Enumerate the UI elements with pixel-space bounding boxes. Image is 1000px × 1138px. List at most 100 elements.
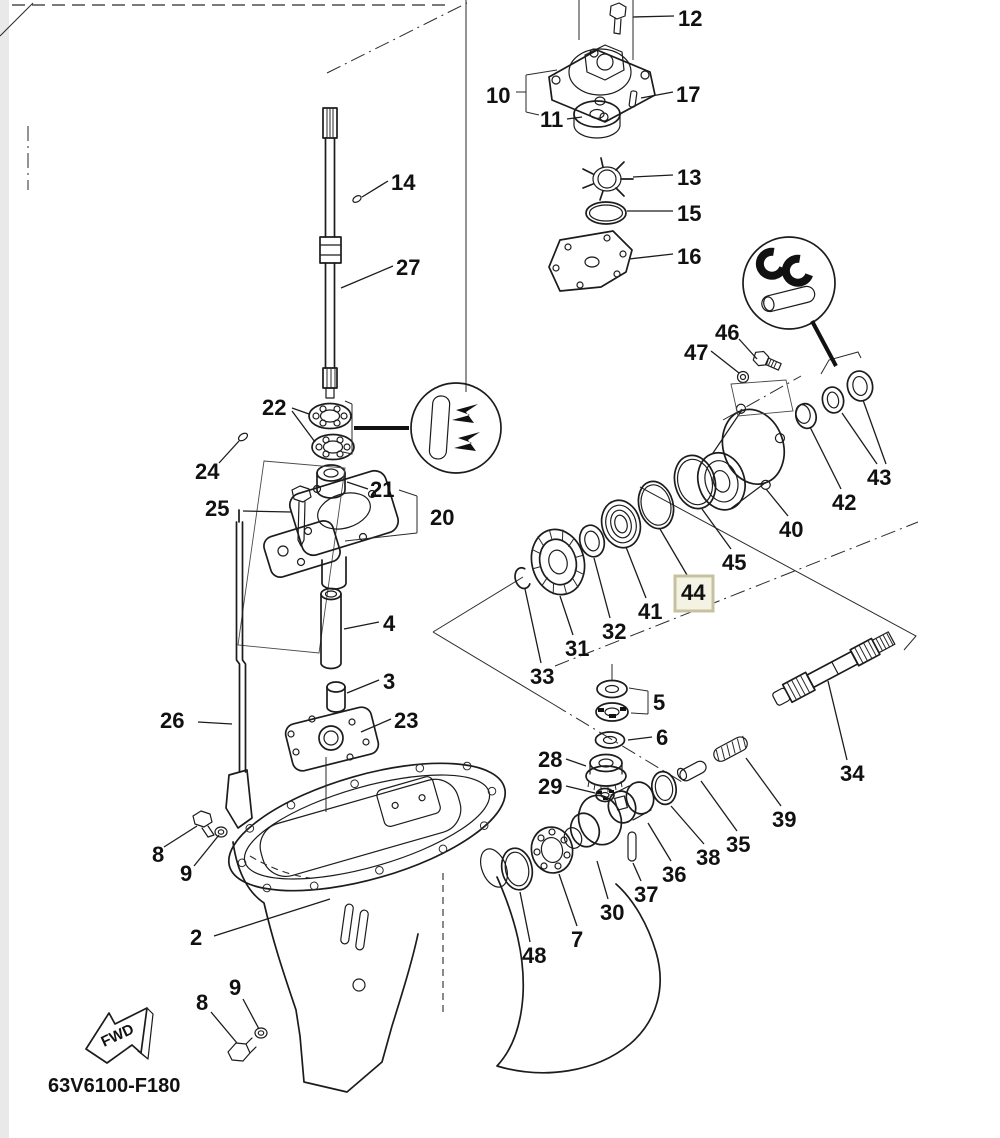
drawing-code: 63V6100-F180 [48,1075,180,1097]
part-callout-40[interactable]: 40 [779,517,803,542]
part-callout-21[interactable]: 21 [370,477,394,502]
leader-line-48 [519,891,531,943]
part-callout-32[interactable]: 32 [602,619,626,644]
leader-line-30 [596,860,609,900]
pin-35-drawing [676,760,707,782]
gasket-23-drawing [284,706,380,772]
part-callout-2[interactable]: 2 [190,925,202,950]
part-callout-28[interactable]: 28 [538,747,562,772]
part-callout-4[interactable]: 4 [383,611,396,636]
part-callout-6[interactable]: 6 [656,725,668,750]
detail-balloon-key [410,382,502,474]
part-callout-41[interactable]: 41 [638,599,662,624]
part-callout-10[interactable]: 10 [486,83,510,108]
phantom-plate-left [237,460,346,654]
water-pump-bolt-drawing [609,2,627,35]
leader-line-29 [565,785,596,794]
part-callout-30[interactable]: 30 [600,900,624,925]
part-callout-47[interactable]: 47 [684,340,708,365]
leader-line-27 [340,265,394,289]
part-callout-15[interactable]: 15 [677,201,701,226]
part-callout-31[interactable]: 31 [565,636,589,661]
left-edge-strip [0,0,9,1138]
washer-nut-5-drawing [595,664,629,722]
part-callout-33[interactable]: 33 [530,664,554,689]
leader-line-22 [291,410,316,443]
leader-line-40 [765,488,789,517]
part-callout-23[interactable]: 23 [394,708,418,733]
part-callout-24[interactable]: 24 [195,459,220,484]
part-callout-43[interactable]: 43 [867,465,891,490]
pinion-gear-28-drawing [585,753,627,792]
pin-14-drawing [352,195,362,203]
part-callout-38[interactable]: 38 [696,845,720,870]
leader-line-45 [701,508,732,550]
leader-line-14 [361,180,389,198]
o-ring-45-drawing [673,454,717,510]
part-callout-7[interactable]: 7 [571,927,583,952]
part-callout-27[interactable]: 27 [396,255,420,280]
part-callout-37[interactable]: 37 [634,882,658,907]
spring-39-drawing [713,735,748,763]
bolt-8-lower-drawing [227,1027,268,1062]
phantom-boundary-lines [0,0,634,392]
detail-balloon-roller [742,236,838,367]
part-callout-25[interactable]: 25 [205,496,229,521]
part-callout-5[interactable]: 5 [653,690,665,715]
part-callout-36[interactable]: 36 [662,862,686,887]
part-callout-35[interactable]: 35 [726,832,750,857]
ring-38-drawing [650,770,678,806]
leader-line-46 [738,338,758,360]
leader-line-47 [710,350,740,374]
pin-37-drawing [627,831,637,862]
part-callout-8-upper[interactable]: 8 [152,842,164,867]
washer-32-drawing [578,524,606,558]
leader-line-25 [242,510,292,513]
part-callout-26[interactable]: 26 [160,708,184,733]
gasket-plate-16-drawing [548,230,633,292]
part-callout-9-upper[interactable]: 9 [180,861,192,886]
bracket-20 [344,489,418,542]
part-callout-8-lower[interactable]: 8 [196,990,208,1015]
bracket-43 [820,351,862,375]
leader-line-43 [841,412,878,465]
part-callout-12[interactable]: 12 [678,6,702,31]
leader-line-31 [559,595,574,636]
leader-line-22 [291,407,310,415]
part-callout-20[interactable]: 20 [430,505,454,530]
leader-line-4 [343,621,380,630]
part-callout-46[interactable]: 46 [715,320,739,345]
part-callout-29[interactable]: 29 [538,774,562,799]
part-callout-48[interactable]: 48 [522,943,546,968]
impeller-plate-11-drawing [573,100,621,139]
part-callout-11[interactable]: 11 [540,107,563,132]
part-callout-39[interactable]: 39 [772,807,796,832]
part-callout-9-lower[interactable]: 9 [229,975,241,1000]
leader-line-8-lower [210,1011,238,1044]
part-callout-17[interactable]: 17 [676,82,700,107]
prop-shaft-34-drawing [772,631,896,706]
o-ring-48-drawing [500,847,534,891]
part-callout-44[interactable]: 44 [681,580,706,605]
part-callout-13[interactable]: 13 [677,165,701,190]
part-callout-34[interactable]: 34 [840,761,865,786]
leader-line-28 [565,758,587,767]
part-callout-42[interactable]: 42 [832,490,856,515]
leader-line-39 [745,757,782,807]
part-callout-3[interactable]: 3 [383,669,395,694]
bracket-5 [628,687,649,715]
fwd-arrow: FWD [85,1007,154,1064]
leader-line-2 [213,898,331,937]
part-callout-22[interactable]: 22 [262,395,286,420]
part-callout-45[interactable]: 45 [722,550,746,575]
gear-30-drawing [563,794,623,849]
detail-frame-lines [432,486,919,783]
leader-line-7 [558,873,578,927]
part-callout-16[interactable]: 16 [677,244,701,269]
leader-line-6 [627,736,653,741]
part-callout-14[interactable]: 14 [391,170,416,195]
seals-43-drawing [821,370,874,414]
leader-line-8-upper [163,825,198,848]
drive-shaft-drawing [319,107,342,399]
